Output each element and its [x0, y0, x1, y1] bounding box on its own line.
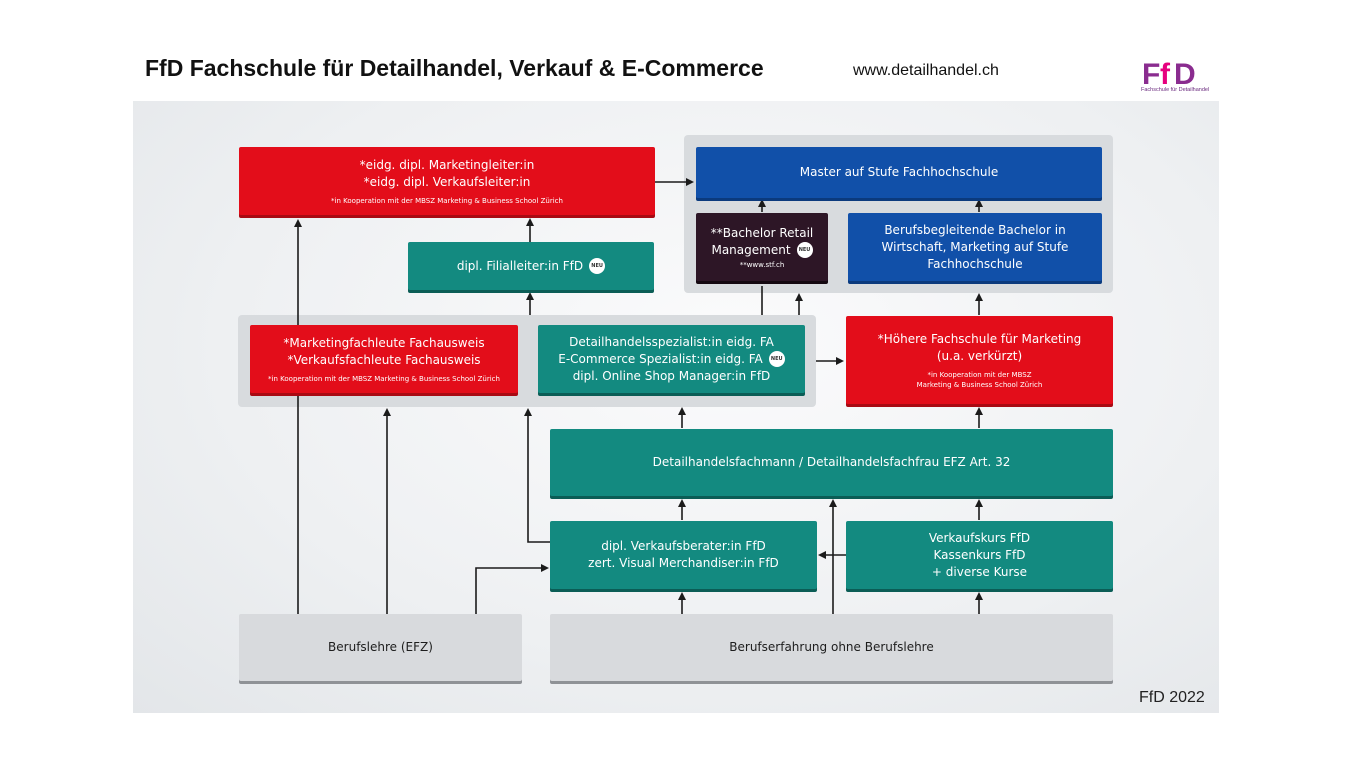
verkaufsberater-line2: zert. Visual Merchandiser:in FfD [588, 556, 779, 570]
svg-text:D: D [1174, 58, 1196, 91]
arrow-verkaufsberater-to-spezialist [524, 408, 550, 543]
berufsbegleitend-line2: Wirtschaft, Marketing auf Stufe [881, 239, 1069, 254]
berufslehre-label: Berufslehre (EFZ) [328, 640, 433, 654]
box-filialleiter: dipl. Filialleiter:in FfD NEU [408, 242, 654, 290]
bachelor-retail-line2: Management [711, 242, 791, 257]
ffd-logo: F f D [1142, 58, 1196, 91]
box-master: Master auf Stufe Fachhochschule [696, 147, 1102, 198]
marketingleiter-note: *in Kooperation mit der MBSZ Marketing &… [331, 196, 563, 205]
hoehere-note2: Marketing & Business School Zürich [916, 380, 1043, 389]
bachelor-retail-note: **www.stf.ch [739, 260, 785, 269]
box-bachelor-retail: **Bachelor Retail Management NEU **www.st… [696, 213, 828, 281]
website-link[interactable]: www.detailhandel.ch [853, 62, 999, 79]
box-kurse: Verkaufskurs FfD Kassenkurs FfD + divers… [846, 521, 1113, 589]
efz-label: Detailhandelsfachmann / Detailhandelsfac… [652, 455, 1011, 469]
spezialist-line1: Detailhandelsspezialist:in eidg. FA [569, 334, 774, 349]
kurse-line3: + diverse Kurse [931, 564, 1028, 579]
box-berufsbegleitend: Berufsbegleitende Bachelor in Wirtschaft… [848, 213, 1102, 281]
page-title: FfD Fachschule für Detailhandel, Verkauf… [145, 55, 764, 81]
berufsbegleitend-line1: Berufsbegleitende Bachelor in [884, 222, 1066, 237]
fachleute-line2: *Verkaufsfachleute Fachausweis [287, 352, 481, 367]
box-marketingleiter: *eidg. dipl. Marketingleiter:in *eidg. d… [239, 147, 655, 215]
spezialist-line3: dipl. Online Shop Manager:in FfD [572, 368, 771, 383]
fachleute-line1: *Marketingfachleute Fachausweis [283, 335, 485, 350]
box-berufserfahrung: Berufserfahrung ohne Berufslehre [550, 614, 1113, 681]
neu-badge: NEU [768, 351, 785, 367]
box-spezialist: Detailhandelsspezialist:in eidg. FA E-Co… [538, 325, 805, 393]
master-label: Master auf Stufe Fachhochschule [799, 165, 999, 179]
box-fachleute: *Marketingfachleute Fachausweis *Verkauf… [250, 325, 518, 393]
hoehere-line2: (u.a. verkürzt) [936, 348, 1023, 363]
fachleute-note: *in Kooperation mit der MBSZ Marketing &… [268, 374, 500, 383]
footer-credit: FfD 2022 [1139, 689, 1205, 706]
box-hoehere-fachschule: *Höhere Fachschule für Marketing (u.a. v… [846, 316, 1113, 404]
kurse-line2: Kassenkurs FfD [933, 547, 1026, 562]
box-berufslehre: Berufslehre (EFZ) [239, 614, 522, 681]
filialleiter-label: dipl. Filialleiter:in FfD [456, 258, 584, 273]
berufserfahrung-label: Berufserfahrung ohne Berufslehre [729, 640, 934, 654]
neu-badge: NEU [796, 242, 813, 258]
svg-text:F: F [1142, 58, 1160, 91]
marketingleiter-line2: *eidg. dipl. Verkaufsleiter:in [363, 174, 531, 189]
neu-badge: NEU [589, 258, 606, 274]
berufsbegleitend-line3: Fachhochschule [927, 256, 1023, 271]
svg-text:f: f [1160, 58, 1171, 91]
hoehere-note1: *in Kooperation mit der MBSZ [927, 370, 1032, 379]
box-verkaufsberater: dipl. Verkaufsberater:in FfD zert. Visua… [550, 521, 817, 589]
marketingleiter-line1: *eidg. dipl. Marketingleiter:in [359, 157, 535, 172]
bachelor-retail-line1: **Bachelor Retail [710, 225, 814, 240]
verkaufsberater-line1: dipl. Verkaufsberater:in FfD [601, 539, 766, 553]
box-efz: Detailhandelsfachmann / Detailhandelsfac… [550, 429, 1113, 496]
arrow-lehre-to-verkaufsberater [475, 564, 549, 614]
logo-tagline: Fachschule für Detailhandel [1141, 87, 1210, 93]
kurse-line1: Verkaufskurs FfD [928, 530, 1031, 545]
spezialist-line2: E-Commerce Spezialist:in eidg. FA [558, 351, 763, 366]
hoehere-line1: *Höhere Fachschule für Marketing [877, 331, 1082, 346]
